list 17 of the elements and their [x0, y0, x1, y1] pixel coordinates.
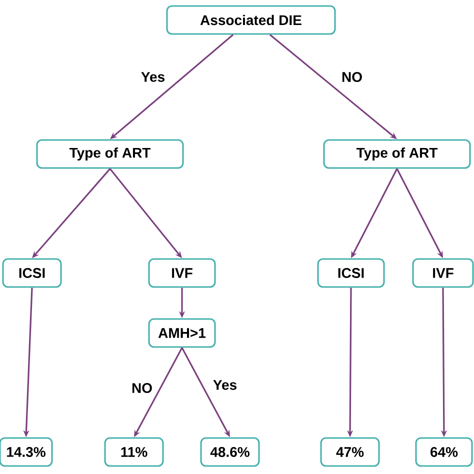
decision-box: 47%: [320, 437, 380, 467]
decision-box: IVF: [412, 258, 474, 288]
decision-box: ICSI: [317, 258, 385, 288]
decision-box: 64%: [415, 437, 473, 467]
edge-label: NO: [130, 382, 154, 394]
decision-box: Type of ART: [36, 139, 184, 169]
decision-box: Type of ART: [323, 139, 471, 169]
edge-label: Yes: [212, 379, 238, 391]
decision-box: ICSI: [2, 258, 62, 288]
decision-box: AMH>1: [148, 318, 216, 348]
decision-box: Associated DIE: [166, 5, 336, 35]
decision-box: 14.3%: [0, 437, 53, 467]
edge-label: NO: [340, 71, 364, 83]
decision-box: IVF: [148, 258, 216, 288]
decision-box: 11%: [104, 437, 164, 467]
decision-box: 48.6%: [200, 437, 260, 467]
edge-label: Yes: [140, 71, 166, 83]
